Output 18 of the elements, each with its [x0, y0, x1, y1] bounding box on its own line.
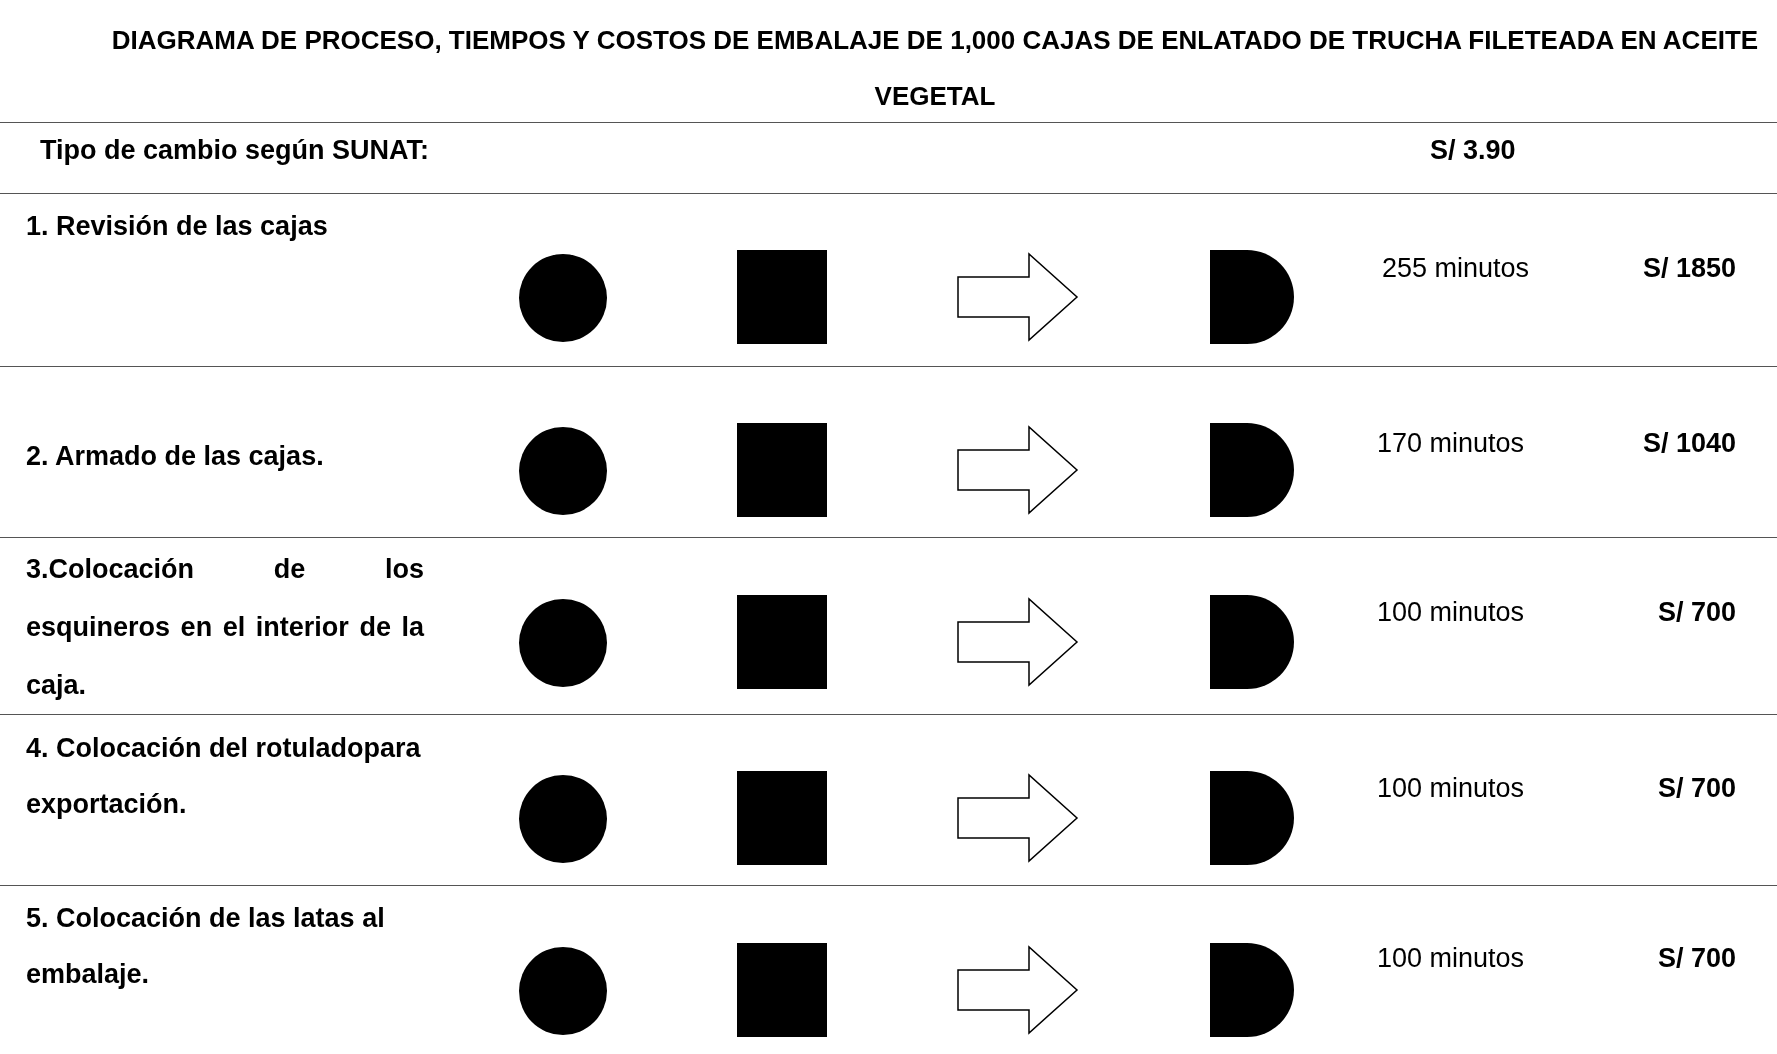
cost-text: S/ 1850: [1642, 253, 1736, 284]
duration-text: 170 minutos: [1377, 428, 1525, 459]
cost-text: S/ 700: [1657, 773, 1736, 804]
duration-text: 255 minutos: [1382, 253, 1530, 284]
duration-text: 100 minutos: [1377, 943, 1525, 974]
step-label: 2. Armado de las cajas.: [26, 440, 325, 473]
step-label: 5. Colocación de las latas al embalaje.: [26, 902, 386, 991]
step-label: 1. Revisión de las cajas: [26, 210, 329, 243]
exchange-rate-label: Tipo de cambio según SUNAT:: [40, 135, 430, 166]
step-label: 4. Colocación del rotuladopara exportación.: [26, 732, 422, 821]
duration-text: 100 minutos: [1377, 773, 1525, 804]
exchange-rate-value: S/ 3.90: [1430, 135, 1516, 166]
step-label: 3.Colocación de los esquineros en el interior de la caja.: [26, 553, 424, 702]
cost-text: S/ 700: [1657, 943, 1736, 974]
title: DIAGRAMA DE PROCESO, TIEMPOS Y COSTOS DE EMBALAJE DE 1,000 CAJAS DE ENLATADO DE TRUCHA FILETEADA EN ACEITE VEGETAL: [110, 24, 1760, 113]
cost-text: S/ 700: [1657, 597, 1736, 628]
cost-text: S/ 1040: [1642, 428, 1736, 459]
duration-text: 100 minutos: [1377, 597, 1525, 628]
